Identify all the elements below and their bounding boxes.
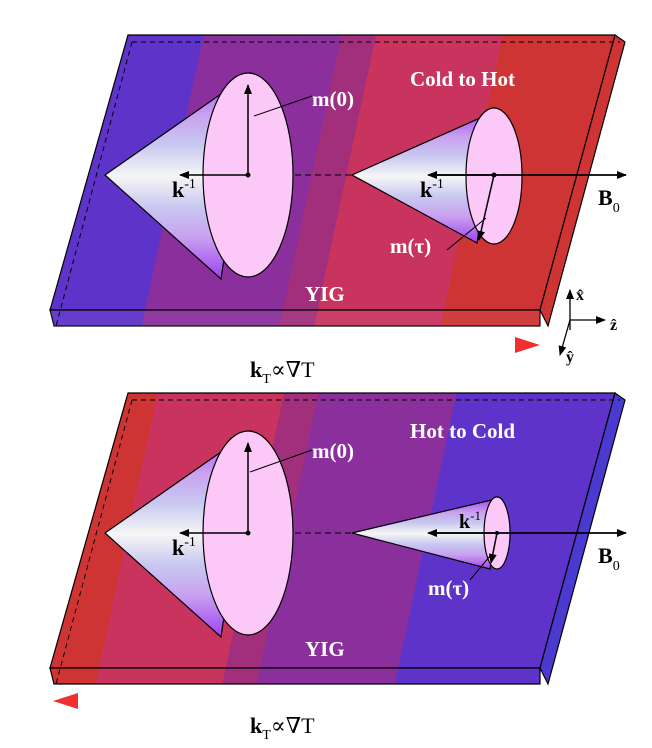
mtau-arrow xyxy=(488,532,498,564)
gradient-label: kT∝∇T xyxy=(250,357,315,387)
panel-title: Hot to Cold xyxy=(410,419,515,443)
m0-leader xyxy=(253,95,313,117)
y-axis-arrow xyxy=(558,319,571,356)
mtau-label: m(τ) xyxy=(390,234,431,258)
k-label-2: k-1 xyxy=(420,177,444,202)
gradient-arrowhead xyxy=(53,693,78,709)
center-dot xyxy=(245,530,251,536)
b0-label: B0 xyxy=(598,185,620,216)
k-label-2: k-1 xyxy=(459,508,481,533)
mtau-leader xyxy=(469,555,491,581)
slab-side-face xyxy=(539,392,626,686)
material-label: YIG xyxy=(305,282,345,306)
center-dot xyxy=(245,172,251,178)
m0-label: m(0) xyxy=(312,439,354,463)
bottom-panel: m(0) k-1 m(τ) k-1 B0 Hot to Cold YIG kT∝… xyxy=(49,392,627,743)
z-axis-label: ẑ xyxy=(610,317,617,334)
gradient-label: kT∝∇T xyxy=(250,713,315,743)
k-label: k-1 xyxy=(172,177,196,202)
mtau-arrow xyxy=(477,174,495,241)
mtau-label: m(τ) xyxy=(428,576,469,600)
y-axis-label: ŷ xyxy=(566,349,574,366)
k-label: k-1 xyxy=(172,535,196,560)
panel-title: Cold to Hot xyxy=(410,67,515,91)
slab-front-face xyxy=(49,667,541,685)
b0-label: B0 xyxy=(598,543,620,574)
gradient-arrowhead xyxy=(515,337,540,353)
center-dot-2 xyxy=(491,172,497,178)
m0-label: m(0) xyxy=(312,87,354,111)
hidden-edges xyxy=(55,399,620,685)
slab-front-face xyxy=(49,309,541,327)
material-label: YIG xyxy=(305,637,345,661)
x-axis-label: x̂ xyxy=(576,287,584,304)
top-panel: m(0) k-1 m(τ) k-1 B0 Cold to Hot YIG kT∝… xyxy=(49,34,627,387)
mtau-leader xyxy=(446,217,487,251)
slab-side-face xyxy=(539,34,626,328)
hidden-edges xyxy=(55,41,620,327)
center-dot-2 xyxy=(495,531,499,535)
m0-leader xyxy=(249,449,313,473)
coordinate-axes: x̂ ẑ ŷ xyxy=(558,287,617,366)
